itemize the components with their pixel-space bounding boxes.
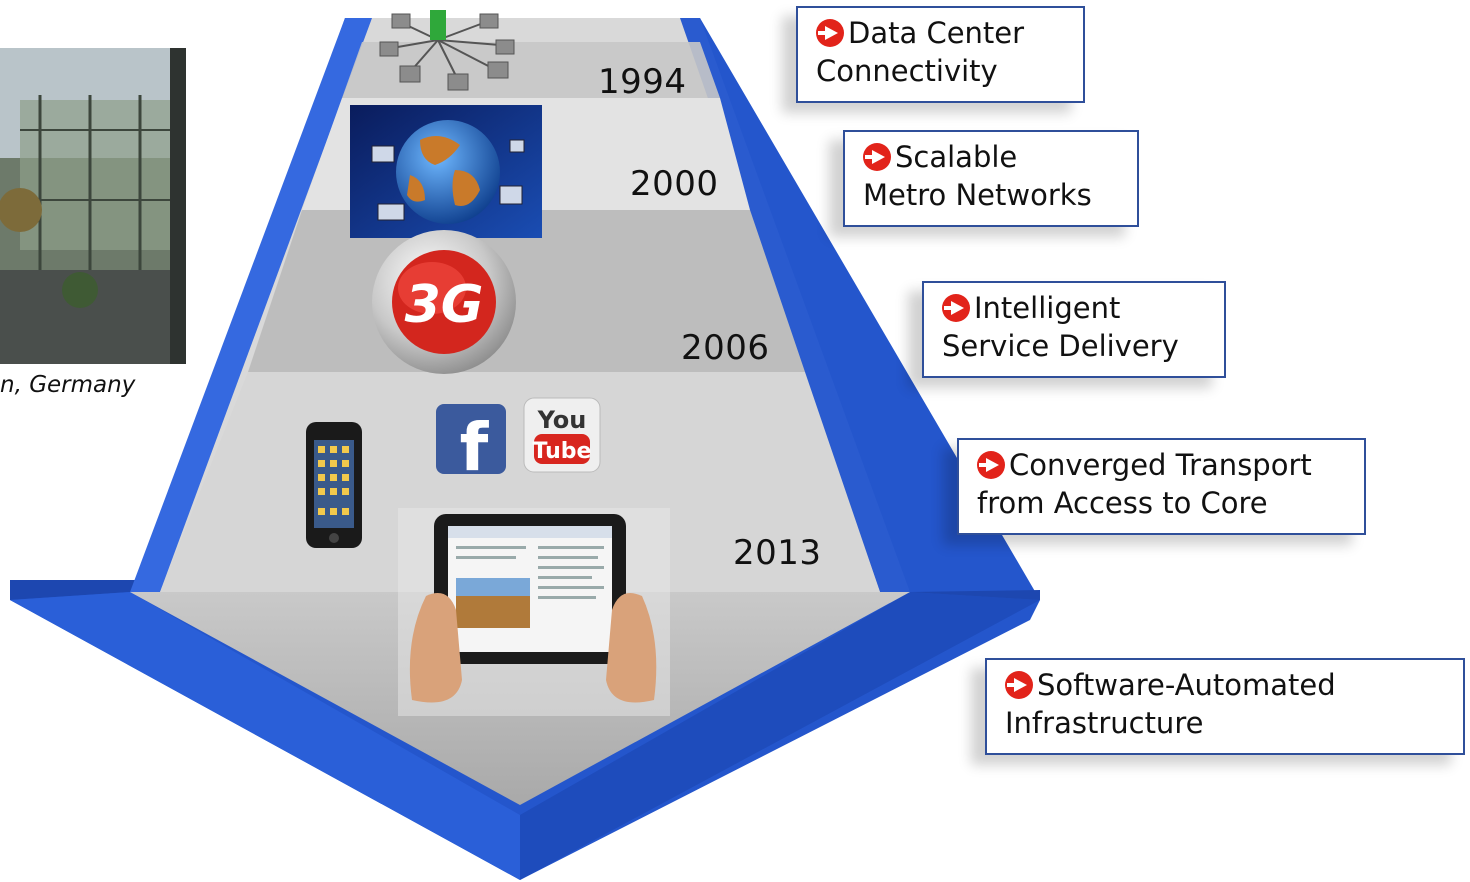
facebook-icon: f xyxy=(436,404,506,486)
callout-metro-networks: Scalable Metro Networks xyxy=(843,130,1139,227)
year-label-2013: 2013 xyxy=(733,533,822,573)
year-label-1994: 1994 xyxy=(598,62,687,102)
photo-caption: n, Germany xyxy=(0,372,136,398)
svg-text:Tube: Tube xyxy=(533,439,592,464)
globe-internet-icon xyxy=(350,105,542,238)
youtube-icon: You Tube xyxy=(523,397,601,473)
red-arrow-bullet-icon xyxy=(942,294,970,322)
callout-converged-transport: Converged Transport from Access to Core xyxy=(957,438,1366,535)
callout-service-delivery: Intelligent Service Delivery xyxy=(922,281,1226,378)
callout-line1: Converged Transport xyxy=(1009,448,1312,482)
svg-text:You: You xyxy=(537,406,587,434)
network-hub-icon xyxy=(379,10,515,91)
callout-line1: Software-Automated xyxy=(1037,668,1336,702)
year-label-2000: 2000 xyxy=(630,164,719,204)
tablet-icon xyxy=(398,508,670,716)
3g-logo-icon: 3G xyxy=(372,230,516,374)
svg-text:3G: 3G xyxy=(405,275,484,335)
red-arrow-bullet-icon xyxy=(977,451,1005,479)
smartphone-icon xyxy=(306,422,362,548)
year-label-2006: 2006 xyxy=(681,328,770,368)
red-arrow-bullet-icon xyxy=(816,19,844,47)
callout-line2: Connectivity xyxy=(816,54,998,88)
callout-line2: from Access to Core xyxy=(977,486,1268,520)
callout-line2: Infrastructure xyxy=(1005,706,1204,740)
callout-data-center: Data Center Connectivity xyxy=(796,6,1085,103)
callout-software-automated: Software-Automated Infrastructure xyxy=(985,658,1465,755)
callout-line1: Intelligent xyxy=(974,291,1121,325)
red-arrow-bullet-icon xyxy=(1005,671,1033,699)
callout-line1: Scalable xyxy=(895,140,1018,174)
red-arrow-bullet-icon xyxy=(863,143,891,171)
callout-line2: Service Delivery xyxy=(942,329,1179,363)
office-building-photo xyxy=(0,48,186,364)
callout-line2: Metro Networks xyxy=(863,178,1092,212)
svg-text:f: f xyxy=(460,409,490,486)
callout-line1: Data Center xyxy=(848,16,1025,50)
